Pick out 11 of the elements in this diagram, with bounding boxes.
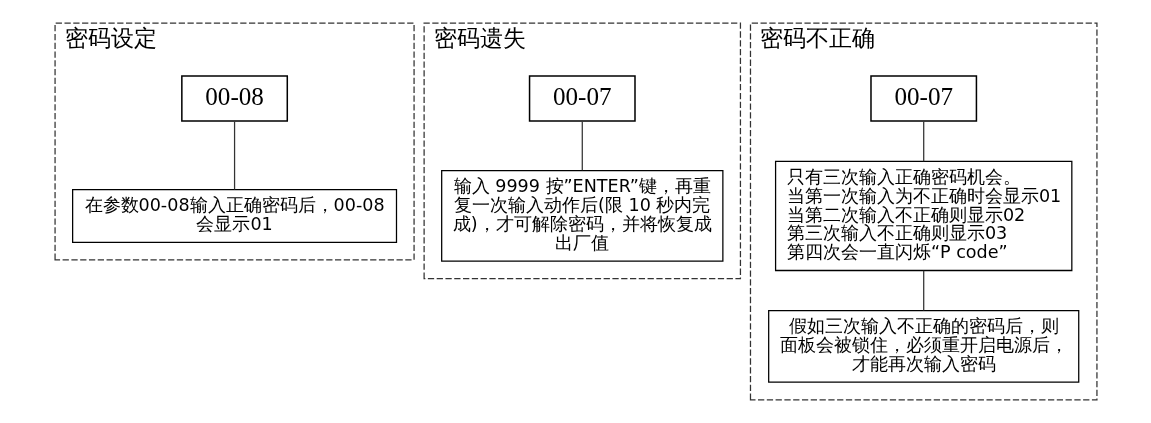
connector — [922, 120, 924, 162]
node-box: 输入 9999 按”ENTER”键，再重复一次输入动作后(限 10 秒内完成)，才可解除密码，并将恢复成出厂值 — [440, 170, 723, 262]
node-box: 只有三次输入正确密码机会。 当第一次输入为不正确时会显示01 当第二次输入不正确则显示02 第三次输入不正确则显示03 第四次会一直闪烁“P code” — [774, 160, 1072, 272]
node-box: 00-07 — [528, 75, 636, 122]
node-box: 假如三次输入不正确的密码后，则面板会被锁住，必须重开启电源后，才能再次输入密码 — [767, 310, 1079, 383]
node-box: 00-08 — [180, 75, 288, 122]
connector — [233, 120, 235, 191]
connector — [581, 120, 583, 171]
connector — [922, 270, 924, 312]
node-box: 在参数00-08输入正确密码后，00-08会显示01 — [71, 188, 397, 243]
node-box: 00-07 — [869, 75, 977, 122]
